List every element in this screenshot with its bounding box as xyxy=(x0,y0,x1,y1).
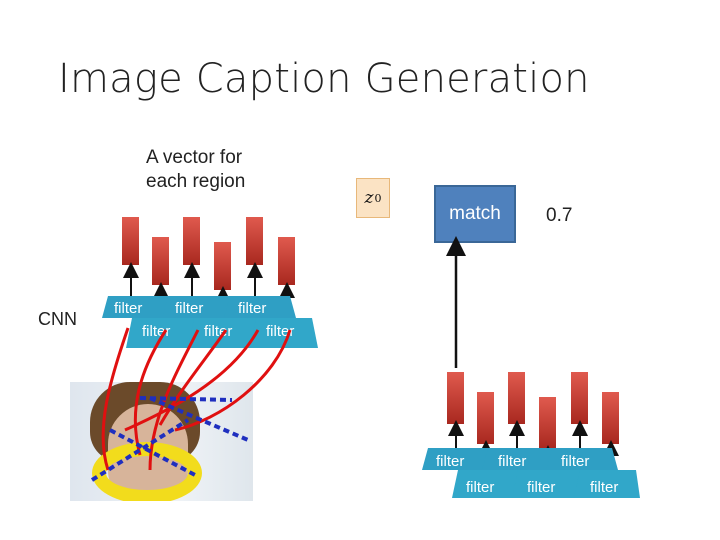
region-vector xyxy=(508,372,525,424)
right-vector-bars xyxy=(447,372,619,449)
region-vector xyxy=(539,397,556,449)
filter-box xyxy=(512,470,586,498)
region-vector xyxy=(447,372,464,424)
region-box xyxy=(149,396,249,442)
red-arrow xyxy=(133,329,168,456)
region-vector xyxy=(214,242,231,290)
right-filters-front: filter filter filter xyxy=(452,470,640,498)
region-vector xyxy=(602,392,619,444)
right-filters-back: filter filter filter xyxy=(422,448,618,470)
match-box: match xyxy=(434,185,516,243)
filter-box xyxy=(482,448,558,470)
z-superscript: 0 xyxy=(374,191,382,205)
red-arrow xyxy=(124,329,260,432)
filter-box xyxy=(546,448,618,470)
filter-label: filter xyxy=(204,323,232,340)
region-vector xyxy=(246,217,263,265)
filter-label: filter xyxy=(175,300,203,317)
region-box xyxy=(90,418,190,482)
filter-box xyxy=(452,470,524,498)
vector-annotation: A vector for each region xyxy=(146,147,246,192)
filter-label: filter xyxy=(436,453,464,470)
region-vector xyxy=(278,237,295,285)
match-score: 0.7 xyxy=(546,205,573,226)
filter-label: filter xyxy=(114,300,142,317)
page-title: Image Caption Generation xyxy=(58,56,590,102)
filter-label: filter xyxy=(561,453,589,470)
region-vector xyxy=(477,392,494,444)
region-arrows xyxy=(101,327,292,471)
filter-label: filter xyxy=(466,479,494,496)
region-vector xyxy=(183,217,200,265)
filter-box xyxy=(250,318,318,348)
filter-label: filter xyxy=(527,479,555,496)
red-arrow xyxy=(101,327,130,471)
filter-box xyxy=(162,296,236,318)
region-vector xyxy=(122,217,139,265)
filter-box xyxy=(574,470,640,498)
filter-label: filter xyxy=(590,479,618,496)
cnn-label: CNN xyxy=(38,309,77,329)
z-symbol: z xyxy=(364,188,374,208)
red-arrow xyxy=(174,329,292,432)
region-boxes xyxy=(90,396,249,482)
region-vector xyxy=(152,237,169,285)
filter-label: filter xyxy=(498,453,526,470)
red-arrow xyxy=(158,329,228,426)
region-box xyxy=(139,396,233,402)
left-filters-back: filter filter filter xyxy=(102,296,296,318)
region-vector xyxy=(571,372,588,424)
left-vector-bars xyxy=(122,217,295,290)
filter-box xyxy=(422,448,494,470)
region-box xyxy=(109,428,196,477)
filter-box xyxy=(102,296,174,318)
filter-label: filter xyxy=(238,300,266,317)
filter-box xyxy=(224,296,296,318)
